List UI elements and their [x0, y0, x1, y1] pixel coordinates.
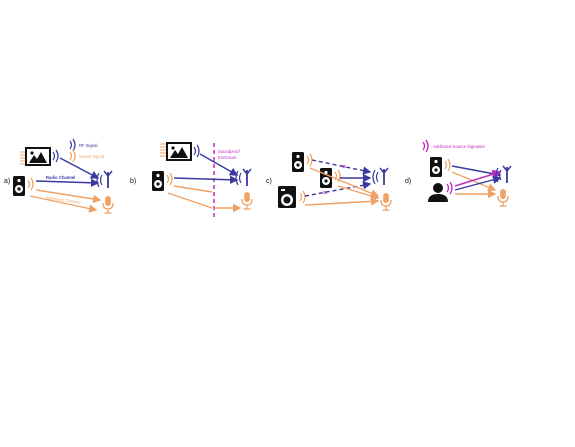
antenna-icon	[372, 167, 389, 186]
enclosure-label-line2: Enclosure	[218, 155, 237, 160]
legend-sound-icon	[69, 149, 76, 163]
additional-signature-arrow	[454, 169, 502, 187]
antenna-icon	[235, 168, 252, 187]
panel-c-label: c)	[266, 178, 272, 185]
enclosure-label-line1: Soundproof	[218, 149, 240, 154]
person-icon	[428, 183, 448, 202]
dashed-rf-arrow	[311, 159, 372, 175]
legend-additional-label: : Additional Source Signature	[431, 144, 486, 149]
dashed-rf-arrow	[304, 181, 372, 197]
panel-c: c) × ×	[266, 152, 392, 211]
sound-wave-icon	[27, 177, 34, 191]
microphone-icon	[497, 188, 509, 207]
mechanic-channel-arrow	[29, 195, 98, 213]
rf-arrow	[59, 157, 100, 179]
speaker-icon	[152, 171, 164, 191]
panel-a-label: a)	[4, 178, 10, 185]
rf-arrow	[173, 175, 239, 184]
legend-rf-label: RF Signal	[79, 143, 97, 148]
legend-additional-icon	[422, 139, 429, 153]
additional-source-wave-icon	[446, 181, 453, 195]
legend-sound-label: Sound Signal	[79, 154, 104, 159]
tv-image-icon	[25, 147, 51, 166]
mechanic-channel-label: Mechanic Channel	[46, 195, 81, 205]
sound-arrow	[35, 189, 102, 204]
sound-arrow	[309, 167, 380, 198]
sound-wave-icon	[444, 158, 451, 172]
microphone-icon	[380, 192, 392, 211]
blocked-sound-line	[167, 192, 213, 209]
radio-channel-label: Radio Channel	[46, 175, 75, 180]
speaker-icon	[13, 176, 25, 196]
sound-arrow	[337, 185, 380, 201]
panel-d: d) : Additional Source Signature	[405, 139, 512, 207]
radio-channel-arrow	[35, 178, 100, 187]
rf-wave-icon	[193, 144, 200, 158]
tv-image-icon	[166, 142, 192, 161]
speaker-icon	[292, 152, 304, 172]
rf-wave-icon	[52, 149, 59, 163]
panel-a: a) RF Signal Sound Signal Radio Channel …	[4, 138, 114, 214]
blocked-cross-icon: ×	[323, 190, 327, 197]
sound-arrow	[304, 197, 380, 206]
panel-b: b) Soundproof Enclosure	[130, 142, 253, 218]
speaker-icon	[320, 168, 332, 188]
speaker-icon	[430, 157, 442, 177]
blocked-sound-line	[173, 185, 213, 193]
blocked-cross-icon: ×	[342, 164, 346, 171]
panel-b-label: b)	[130, 178, 136, 185]
sound-wave-icon	[299, 190, 306, 204]
rf-arrow	[454, 175, 502, 191]
microphone-icon	[102, 195, 114, 214]
sound-wave-icon	[166, 172, 173, 186]
panel-d-label: d)	[405, 178, 411, 185]
microphone-icon	[241, 191, 253, 210]
vibration-lines-icon	[159, 143, 167, 157]
rf-arrow	[199, 153, 239, 176]
washing-machine-icon	[278, 186, 296, 208]
legend-rf-icon	[69, 138, 76, 152]
antenna-icon	[96, 170, 113, 189]
sound-wave-icon	[306, 153, 313, 167]
